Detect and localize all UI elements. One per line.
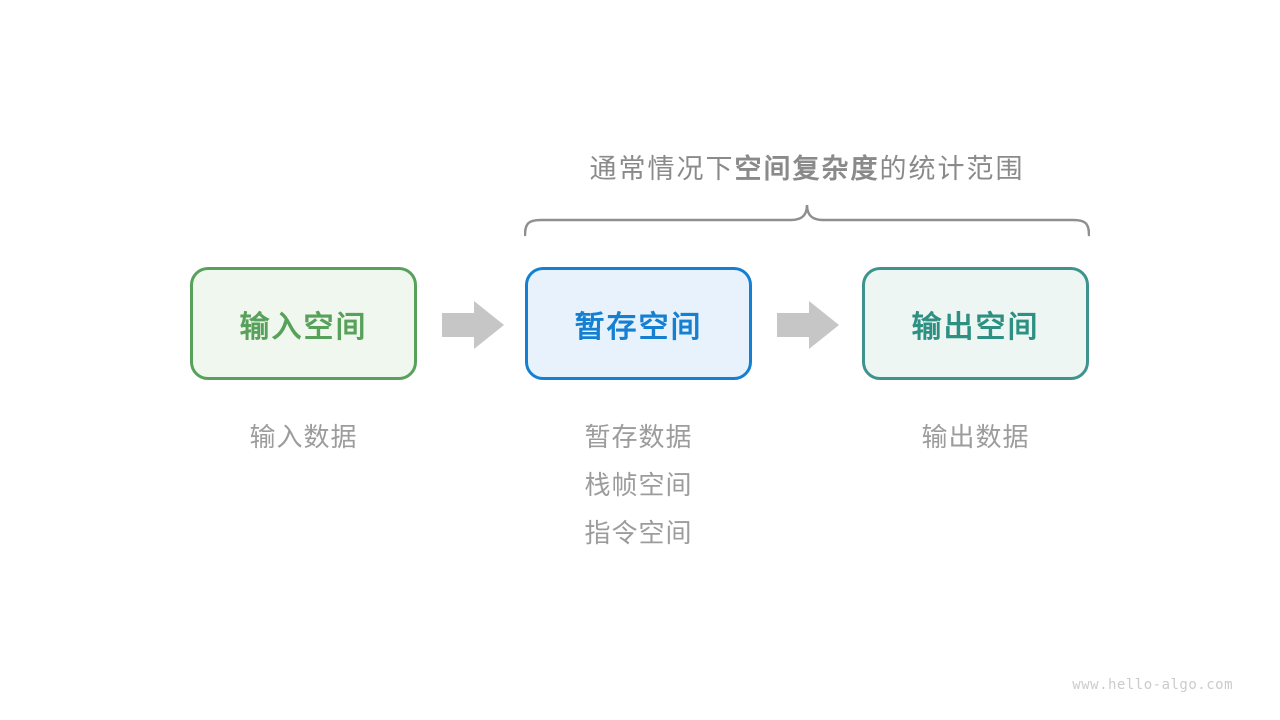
watermark: www.hello-algo.com [1072, 677, 1233, 693]
note-temp-data: 暂存数据 栈帧空间 指令空间 [525, 413, 752, 557]
note-line: 指令空间 [584, 518, 693, 548]
box-temp-space-label: 暂存空间 [574, 310, 703, 344]
arrow-right-icon [777, 301, 839, 349]
box-output-space-label: 输出空间 [911, 310, 1040, 344]
note-output-data: 输出数据 [862, 413, 1089, 461]
scope-title: 通常情况下空间复杂度的统计范围 [455, 147, 1159, 186]
note-line: 输出数据 [921, 422, 1030, 452]
box-input-space-label: 输入空间 [239, 310, 368, 344]
arrow-right-icon [442, 301, 504, 349]
scope-brace-icon [524, 204, 1090, 237]
note-line: 栈帧空间 [584, 470, 693, 500]
scope-title-prefix: 通常情况下 [589, 154, 735, 184]
box-output-space: 输出空间 [862, 267, 1089, 380]
box-input-space: 输入空间 [190, 267, 417, 380]
scope-title-suffix: 的统计范围 [879, 154, 1025, 184]
scope-title-bold: 空间复杂度 [734, 154, 880, 184]
note-input-data: 输入数据 [190, 413, 417, 461]
box-temp-space: 暂存空间 [525, 267, 752, 380]
note-line: 输入数据 [249, 422, 358, 452]
note-line: 暂存数据 [584, 422, 693, 452]
